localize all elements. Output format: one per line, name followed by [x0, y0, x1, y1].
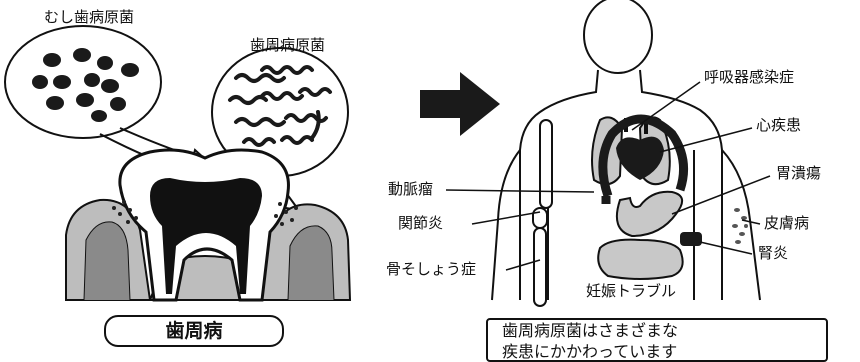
spirochete-bacteria-icon — [228, 65, 332, 147]
stomach — [616, 190, 683, 238]
aorta — [598, 114, 689, 198]
skin-spots — [732, 208, 748, 244]
label-aneurysm: 動脈瘤 — [388, 180, 434, 198]
label-stomach: 胃潰瘍 — [776, 164, 822, 182]
periodontal-bacteria-bubble — [211, 47, 349, 234]
note-line-2: 疾患にかかわっています — [502, 342, 678, 361]
diagram-canvas — [4, 0, 771, 307]
label-respiratory: 呼吸器感染症 — [704, 68, 795, 86]
leader-lines — [445, 81, 771, 271]
label-heart: 心疾患 — [756, 116, 802, 134]
label-skin: 皮膚病 — [764, 214, 810, 232]
note-box: 歯周病原菌はさまざまな 疾患にかかわっています — [486, 318, 828, 362]
right-arrow-icon — [420, 72, 500, 136]
label-kidney: 腎炎 — [758, 244, 789, 262]
intestines — [597, 238, 684, 280]
tooth-cross-section — [65, 148, 352, 302]
label-pregnancy: 妊娠トラブル — [586, 282, 677, 300]
kidney — [680, 232, 702, 246]
label-bone: 骨そしょう症 — [386, 260, 477, 278]
note-line-1: 歯周病原菌はさまざまな — [502, 321, 679, 340]
periodontal-bacteria-label: 歯周病原菌 — [250, 36, 326, 54]
caries-bacteria-label: むし歯病原菌 — [44, 8, 135, 26]
periodontal-disease-caption: 歯周病 — [104, 315, 284, 347]
cocci-bacteria-icon — [32, 48, 139, 122]
label-joint: 関節炎 — [398, 214, 444, 232]
